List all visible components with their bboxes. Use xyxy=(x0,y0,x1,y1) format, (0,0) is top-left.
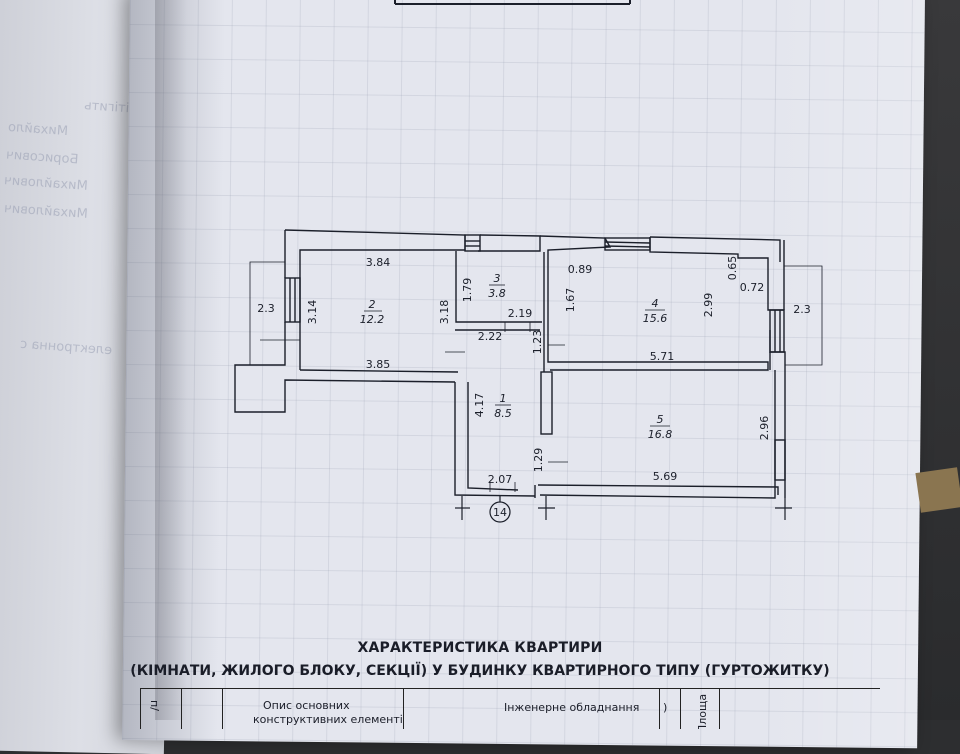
dim-room1-left: 4.17 xyxy=(473,393,486,418)
dim-room4-corner-right: 0.65 xyxy=(726,256,739,281)
dim-room4-corner-left: 0.89 xyxy=(568,263,593,276)
dim-room4-bottom: 5.71 xyxy=(650,350,675,363)
col-area: Площа xyxy=(680,689,719,729)
dim-room2-bottom: 3.85 xyxy=(366,358,391,371)
dim-room3-left: 1.79 xyxy=(461,278,474,303)
dim-room4-right: 2.99 xyxy=(702,293,715,318)
room-5-area: 16.8 xyxy=(648,428,673,441)
col-number: п/ xyxy=(140,689,181,729)
col-engineering: Інженерне обладнання xyxy=(403,689,659,729)
dim-room3-right: 1.67 xyxy=(564,288,577,313)
room-3-area: 3.8 xyxy=(488,287,506,300)
col-main: Опис основних конструктивних елементів xyxy=(222,689,403,729)
dim-room2-right: 3.18 xyxy=(438,300,451,325)
col-number-label: п/ xyxy=(147,700,161,711)
dim-room1-bottom: 2.07 xyxy=(488,473,513,486)
room-2-number: 2 xyxy=(369,298,376,311)
axis-marker-circle xyxy=(489,501,511,523)
dim-room3-bottom: 2.19 xyxy=(508,307,533,320)
dim-room5-right: 2.96 xyxy=(758,416,771,441)
dim-room2-left: 3.14 xyxy=(306,300,319,325)
col-paren-label: ) xyxy=(663,701,668,714)
dim-corridor-top: 2.22 xyxy=(478,330,503,343)
col-main-label: Опис основних xyxy=(263,699,350,712)
room-4-area: 15.6 xyxy=(643,312,668,325)
room-1-number: 1 xyxy=(500,392,507,405)
dim-room1-right: 1.29 xyxy=(532,448,545,473)
col-engineering-label: Інженерне обладнання xyxy=(504,701,640,714)
axis-marker-label: 14 xyxy=(493,506,507,519)
dim-balcony-left: 2.3 xyxy=(257,302,275,315)
col-paren: ) xyxy=(659,689,680,729)
dim-balcony-right: 2.3 xyxy=(793,303,811,316)
dim-room5-bottom: 5.69 xyxy=(653,470,678,483)
heading-line-2: (КІМНАТИ, ЖИЛОГО БЛОКУ, СЕКЦІЇ) У БУДИНК… xyxy=(130,663,830,679)
heading-line-1: ХАРАКТЕРИСТИКА КВАРТИРИ xyxy=(357,640,603,656)
room-4-number: 4 xyxy=(652,297,659,310)
room-5-number: 5 xyxy=(657,413,664,426)
col-empty xyxy=(181,689,222,729)
col-area-label: Площа xyxy=(696,693,710,729)
room-1-area: 8.5 xyxy=(494,407,512,420)
page-binding-shadow xyxy=(155,0,187,720)
floor-plan: 14 2 12.2 3 3.8 4 15.6 1 8.5 5 16.8 3.84… xyxy=(234,0,823,523)
characteristics-table-header: п/ Опис основних конструктивних елементі… xyxy=(140,688,880,729)
dim-room2-top: 3.84 xyxy=(366,256,391,269)
col-last xyxy=(719,689,750,729)
dim-balcony-right-width: 0.72 xyxy=(740,281,765,294)
room-2-area: 12.2 xyxy=(360,313,385,326)
dim-corridor-small: 1.23 xyxy=(531,330,544,355)
room-3-number: 3 xyxy=(494,272,501,285)
